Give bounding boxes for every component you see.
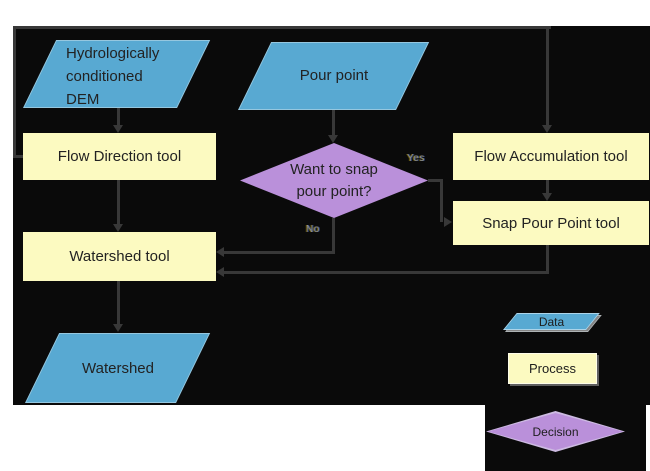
node-flow-direction: Flow Direction tool — [23, 133, 216, 180]
node-decision-label-line2: pour point? — [296, 182, 372, 200]
node-watershed-tool-label: Watershed tool — [69, 248, 170, 265]
connector-pour-decision — [332, 110, 335, 136]
connector-left-vertical — [13, 26, 16, 158]
edge-label-no: No — [306, 224, 320, 235]
arrowhead-snap-into-watershedtool — [216, 267, 224, 277]
node-snap-pour-point: Snap Pour Point tool — [453, 201, 649, 245]
node-decision-label-line1: Want to snap — [290, 160, 378, 178]
connector-flowdir-watershedtool — [117, 180, 120, 225]
connector-snap-down — [546, 245, 549, 274]
legend-process-label: Process — [529, 361, 576, 376]
connector-dem-flowdir — [117, 108, 120, 126]
connector-snap-horizontal — [223, 271, 549, 274]
arrowhead-into-decision — [328, 135, 338, 143]
arrowhead-into-snap — [542, 193, 552, 201]
legend-process-shape: Process — [508, 353, 597, 384]
connector-yes-vertical — [440, 179, 443, 222]
node-watershed-tool: Watershed tool — [23, 232, 216, 281]
edge-label-yes: Yes — [407, 153, 425, 164]
connector-no-vertical — [332, 218, 335, 254]
arrowhead-no-into-watershedtool — [216, 247, 224, 257]
connector-down-to-flowacc — [546, 26, 549, 125]
legend-decision-label: Decision — [532, 424, 579, 439]
node-snap-pour-point-label: Snap Pour Point tool — [482, 214, 620, 232]
arrowhead-yes-into-snap — [444, 217, 452, 227]
node-flow-accumulation-label: Flow Accumulation tool — [474, 148, 628, 165]
arrowhead-into-flowacc — [542, 125, 552, 133]
node-flow-direction-label: Flow Direction tool — [57, 148, 182, 165]
arrowhead-into-flowdir — [113, 125, 123, 133]
connector-flowacc-snap — [546, 180, 549, 194]
connector-flowdir-stub — [13, 155, 24, 158]
connector-watershedtool-output — [117, 281, 120, 325]
node-watershed-output-label: Watershed — [82, 360, 154, 377]
arrowhead-into-watershed-output — [113, 324, 123, 332]
connector-yes-horizontal — [428, 179, 443, 182]
node-pour-point-label: Pour point — [299, 67, 369, 84]
connector-top-horizontal — [13, 26, 551, 29]
node-dem-label: Hydrologically conditioned DEM — [66, 45, 160, 108]
node-flow-accumulation: Flow Accumulation tool — [453, 133, 649, 180]
connector-no-horizontal — [223, 251, 335, 254]
legend-data-label: Data — [538, 315, 565, 329]
arrowhead-into-watershedtool-top — [113, 224, 123, 232]
